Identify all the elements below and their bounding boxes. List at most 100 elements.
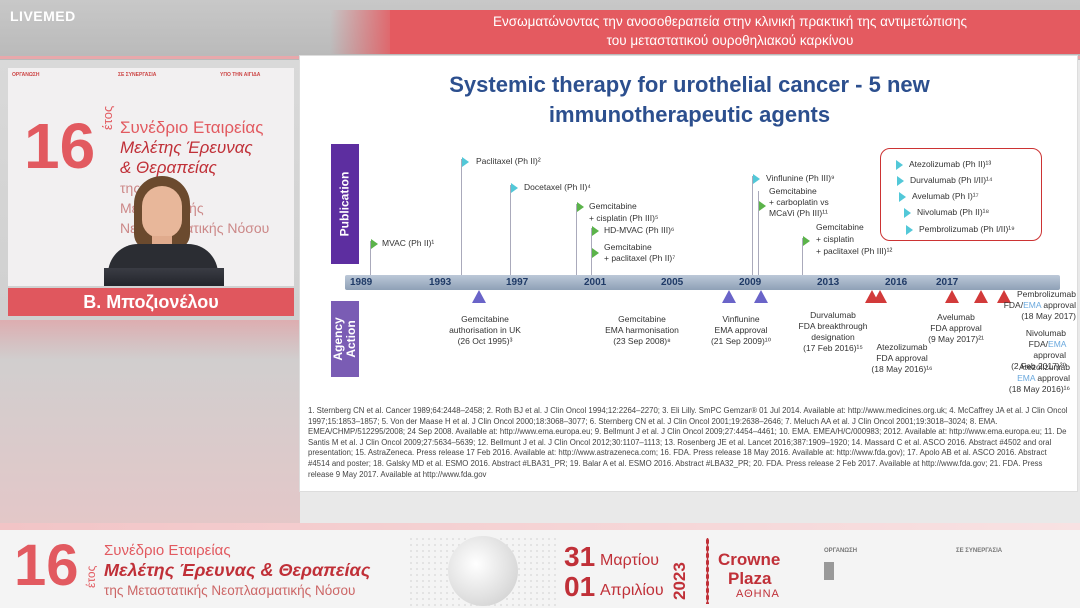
- footer-dotted-divider: [706, 538, 709, 604]
- agency-marker: [945, 290, 959, 303]
- agency-line: Atezolizumab: [1018, 362, 1070, 372]
- agency-line: (18 May 2016)¹⁶: [1008, 384, 1070, 394]
- agency-frag-ema: EMA: [1023, 300, 1042, 310]
- poster-line: της: [120, 180, 141, 196]
- poster-etos: έτος: [100, 105, 115, 130]
- agency-line: FDA approval: [930, 323, 982, 333]
- flag-marker: [803, 236, 810, 246]
- agency-line: Avelumab: [937, 312, 975, 322]
- livemed-logo: LIVEMED: [10, 8, 76, 24]
- footer-sphere-graphic: [448, 536, 518, 606]
- publication-item: Gemcitabine: [589, 201, 637, 211]
- publication-item: + carboplatin vs: [769, 197, 829, 207]
- flag-marker: [511, 183, 518, 193]
- flag-pole: [758, 191, 759, 275]
- publication-item: Gemcitabine: [604, 242, 652, 252]
- footer-etos: έτος: [84, 565, 98, 588]
- footer-number: 16: [14, 533, 79, 598]
- agency-line: (18 May 2016)¹⁶: [871, 364, 933, 374]
- flag-marker: [592, 248, 599, 258]
- poster-line: & Θεραπείας: [120, 158, 217, 177]
- references: 1. Sternberg CN et al. Cancer 1989;64:24…: [308, 406, 1068, 479]
- left-pink-fade: [0, 320, 300, 360]
- year-label: 1997: [506, 277, 529, 288]
- speaker-video: ΟΡΓΑΝΩΣΗ ΣΕ ΣΥΝΕΡΓΑΣΙΑ ΥΠΟ ΤΗΝ ΑΙΓΙΔΑ 16…: [8, 68, 294, 286]
- flag-pole: [802, 238, 803, 275]
- agency-marker: [754, 290, 768, 303]
- flag-marker: [904, 208, 911, 218]
- agency-item: Vinflunine EMA approval (21 Sep 2009)¹⁰: [698, 314, 784, 347]
- agency-frag: approval: [1035, 373, 1070, 383]
- agency-line: (23 Sep 2008)⁸: [613, 336, 671, 346]
- poster-line: Μελέτης Έρευνας: [120, 138, 253, 157]
- agency-line: (9 May 2017)²¹: [928, 334, 984, 344]
- poster-org-strip: ΟΡΓΑΝΩΣΗ ΣΕ ΣΥΝΕΡΓΑΣΙΑ ΥΠΟ ΤΗΝ ΑΙΓΙΔΑ: [8, 70, 294, 110]
- flag-marker: [371, 239, 378, 249]
- agency-line: FDA/EMA approval: [996, 339, 1066, 361]
- agency-line: Gemcitabine: [461, 314, 509, 324]
- agency-line: designation: [811, 332, 855, 342]
- publication-item: Vinflunine (Ph III)⁹: [766, 173, 835, 183]
- flag-pole: [461, 159, 462, 275]
- publication-item: Nivolumab (Ph II)¹⁸: [917, 207, 990, 217]
- year-label: 1993: [429, 277, 452, 288]
- footer-org-head: ΟΡΓΑΝΩΣΗ: [824, 548, 858, 554]
- agency-line: FDA/EMA approval: [996, 300, 1076, 311]
- speaker-name: Β. Μποζιονέλου: [83, 292, 219, 312]
- publication-label-text: Publication: [337, 171, 352, 237]
- agency-frag: approval: [1041, 300, 1076, 310]
- year-label: 2009: [739, 277, 762, 288]
- agency-line: (21 Sep 2009)¹⁰: [710, 336, 772, 346]
- agency-marker: [722, 290, 736, 303]
- agency-action-label-text: Agency Action: [331, 317, 358, 360]
- footer-year: 2023: [670, 562, 689, 600]
- agency-item: Atezolizumab EMA approval (18 May 2016)¹…: [996, 362, 1070, 395]
- org-head: ΟΡΓΑΝΩΣΗ: [12, 72, 40, 78]
- presentation-slide: Systemic therapy for urothelial cancer -…: [299, 55, 1078, 492]
- footer-syn-head: ΣΕ ΣΥΝΕΡΓΑΣΙΑ: [956, 548, 1003, 554]
- header-red-bar: [390, 10, 1080, 54]
- slide-title-line1: Systemic therapy for urothelial cancer -…: [449, 72, 930, 97]
- flag-marker: [462, 157, 469, 167]
- agency-frag-ema: EMA: [1048, 339, 1066, 349]
- agency-line: Atezolizumab: [876, 342, 928, 352]
- agency-marker: [997, 290, 1011, 303]
- footer-month2: Απριλίου: [600, 582, 664, 599]
- publication-item: + paclitaxel (Ph II)⁷: [604, 253, 676, 263]
- agency-item: Durvalumab FDA breakthrough designation …: [792, 310, 874, 354]
- year-label: 2016: [885, 277, 908, 288]
- slide-title: Systemic therapy for urothelial cancer -…: [300, 70, 1079, 130]
- talk-title-line2: του μεταστατικού ουροθηλιακού καρκίνου: [606, 33, 854, 48]
- footer-day2: 01: [564, 571, 596, 602]
- talk-title-line1: Ενσωματώνοντας την ανοσοθεραπεία στην κλ…: [493, 14, 967, 29]
- agency-item: Pembrolizumab FDA/EMA approval (18 May 2…: [996, 289, 1076, 322]
- flag-pole: [510, 185, 511, 275]
- footer-pink-strip: [0, 523, 1080, 531]
- footer-day1: 31: [564, 541, 596, 572]
- footer-line1: Συνέδριο Εταιρείας: [104, 542, 231, 559]
- footer-org-logo: [824, 562, 834, 580]
- immunotherapy-highlight-box: [880, 148, 1042, 241]
- flag-pole: [752, 176, 753, 275]
- agency-item: Gemcitabine EMA harmonisation (23 Sep 20…: [596, 314, 688, 347]
- agency-label-line2: Action: [344, 320, 358, 358]
- agency-line: (26 Oct 1995)³: [457, 336, 513, 346]
- flag-marker: [592, 226, 599, 236]
- footer-line3: της Μεταστατικής Νεοπλασματικής Νόσου: [104, 583, 356, 598]
- agency-frag: FDA/: [1028, 339, 1049, 349]
- slide-title-line2: immunotherapeutic agents: [548, 102, 831, 127]
- publication-item: + paclitaxel (Ph III)¹²: [816, 246, 893, 256]
- agency-line: EMA approval: [996, 373, 1070, 384]
- flag-marker: [897, 176, 904, 186]
- agency-item: Nivolumab FDA/EMA approval (2 Feb 2017)²…: [996, 328, 1066, 372]
- footer-month1: Μαρτίου: [600, 552, 659, 569]
- publication-item: Docetaxel (Ph II)⁴: [524, 182, 591, 192]
- poster-number: 16: [24, 110, 96, 182]
- publication-item: MCaVi (Ph III)¹¹: [769, 208, 828, 218]
- publication-item: MVAC (Ph II)¹: [382, 238, 435, 248]
- year-label: 2005: [661, 277, 684, 288]
- agency-item: Gemcitabine authorisation in UK (26 Oct …: [440, 314, 530, 347]
- agency-marker: [974, 290, 988, 303]
- agency-line: (17 Feb 2016)¹⁵: [803, 343, 863, 353]
- timeline-bar: [345, 275, 1060, 290]
